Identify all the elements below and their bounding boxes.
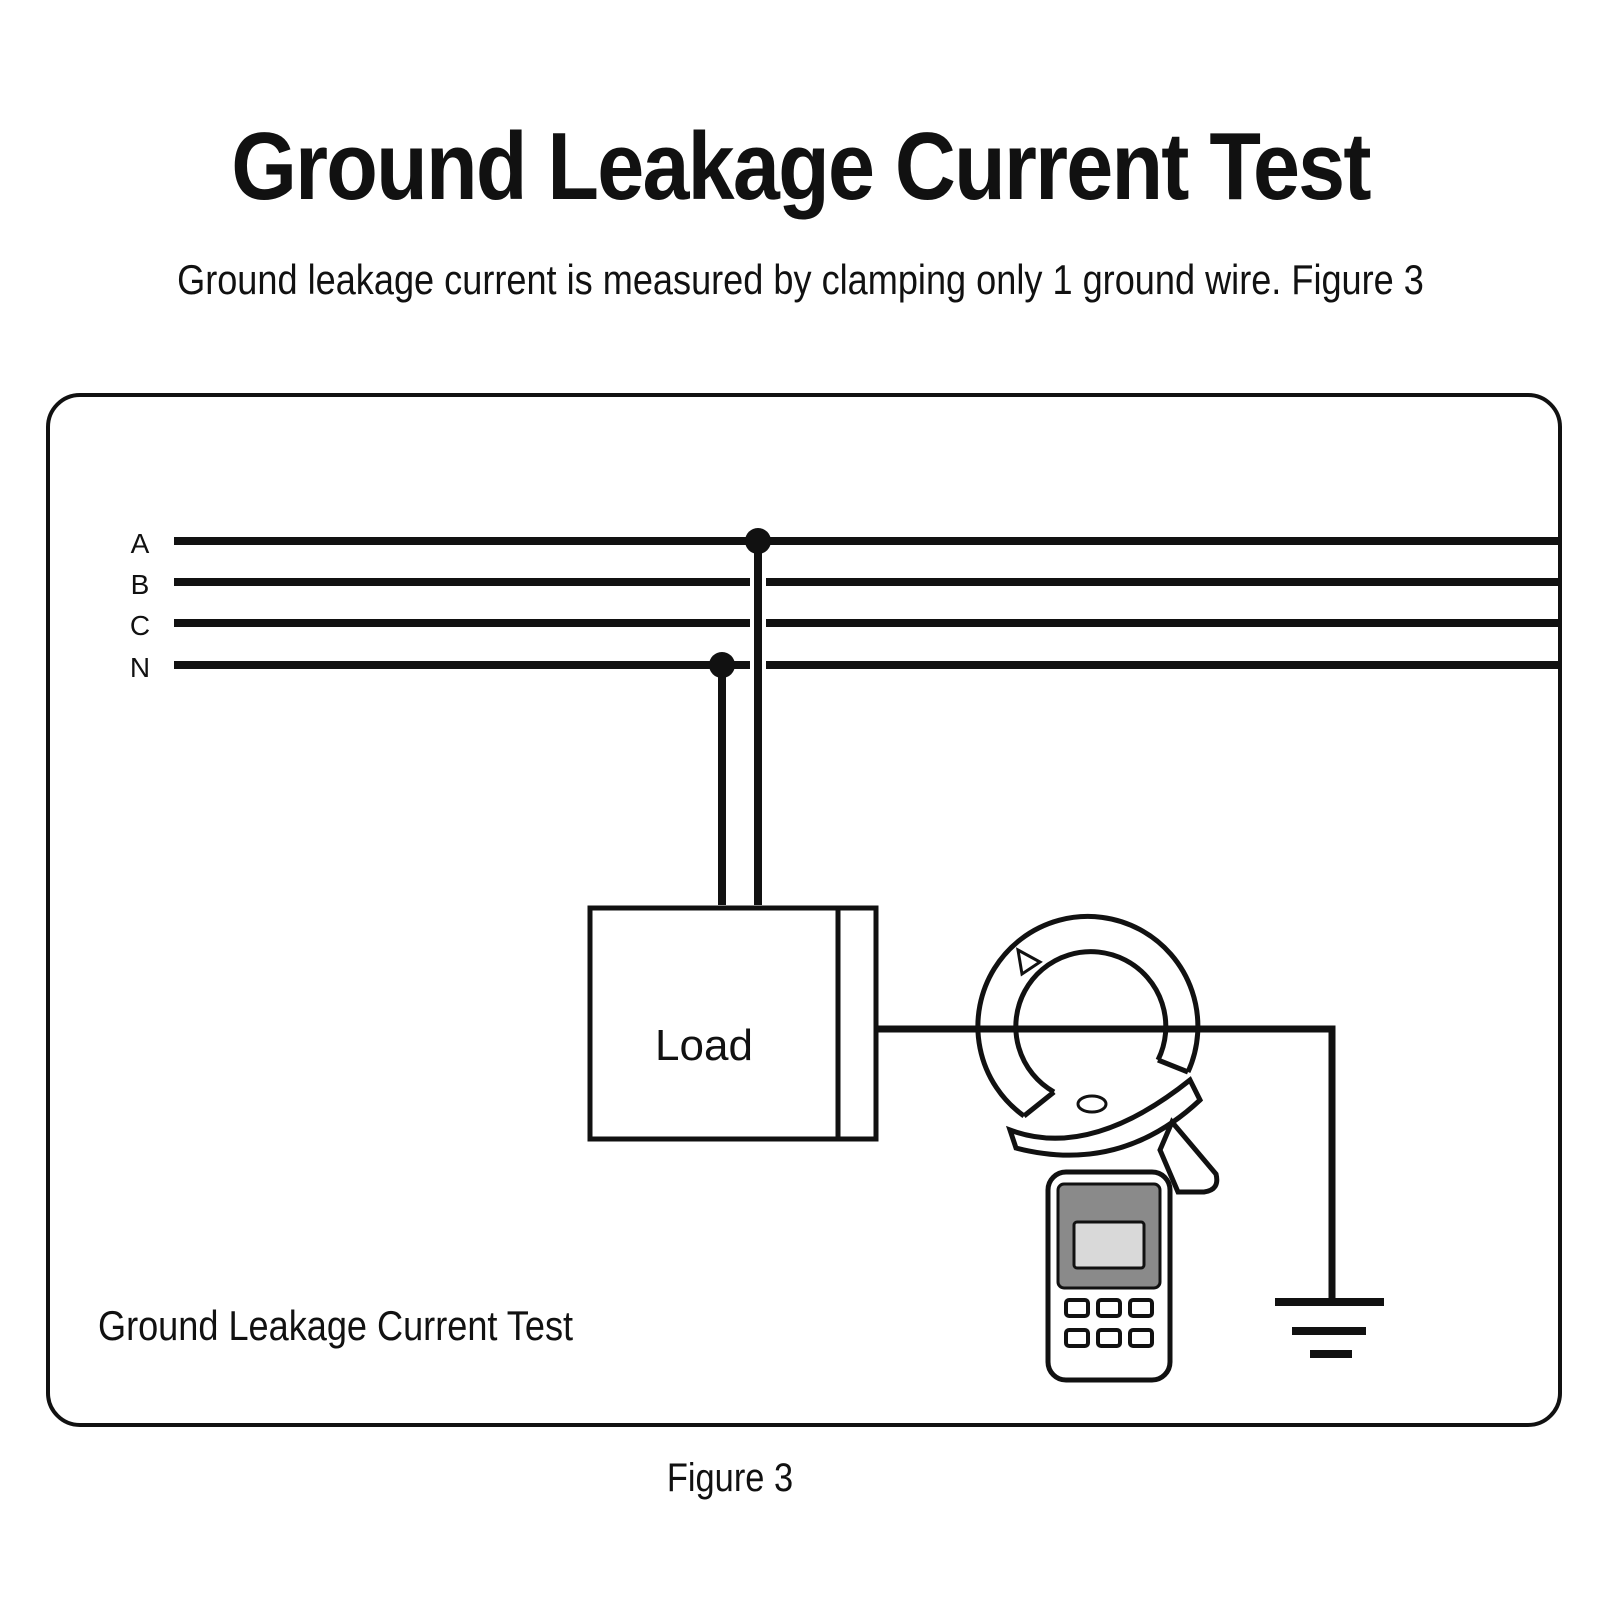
line-label-n: N (130, 652, 150, 683)
figure-caption: Figure 3 (666, 1456, 794, 1500)
page-subtitle: Ground leakage current is measured by cl… (177, 256, 1424, 303)
load-label: Load (655, 1021, 753, 1070)
diagram-frame (46, 393, 1562, 1427)
inner-caption: Ground Leakage Current Test (98, 1304, 573, 1350)
junction-dot-n (709, 652, 735, 678)
line-label-c: C (130, 610, 150, 641)
line-label-a: A (131, 528, 150, 559)
ground-wire (876, 1025, 1336, 1302)
ground-symbol-icon (1275, 1298, 1384, 1358)
clamp-meter-icon (975, 913, 1220, 1383)
page-title: Ground Leakage Current Test (231, 113, 1371, 220)
load-box (587, 905, 879, 1142)
line-label-b: B (131, 569, 150, 600)
junction-dot-a (745, 528, 771, 554)
